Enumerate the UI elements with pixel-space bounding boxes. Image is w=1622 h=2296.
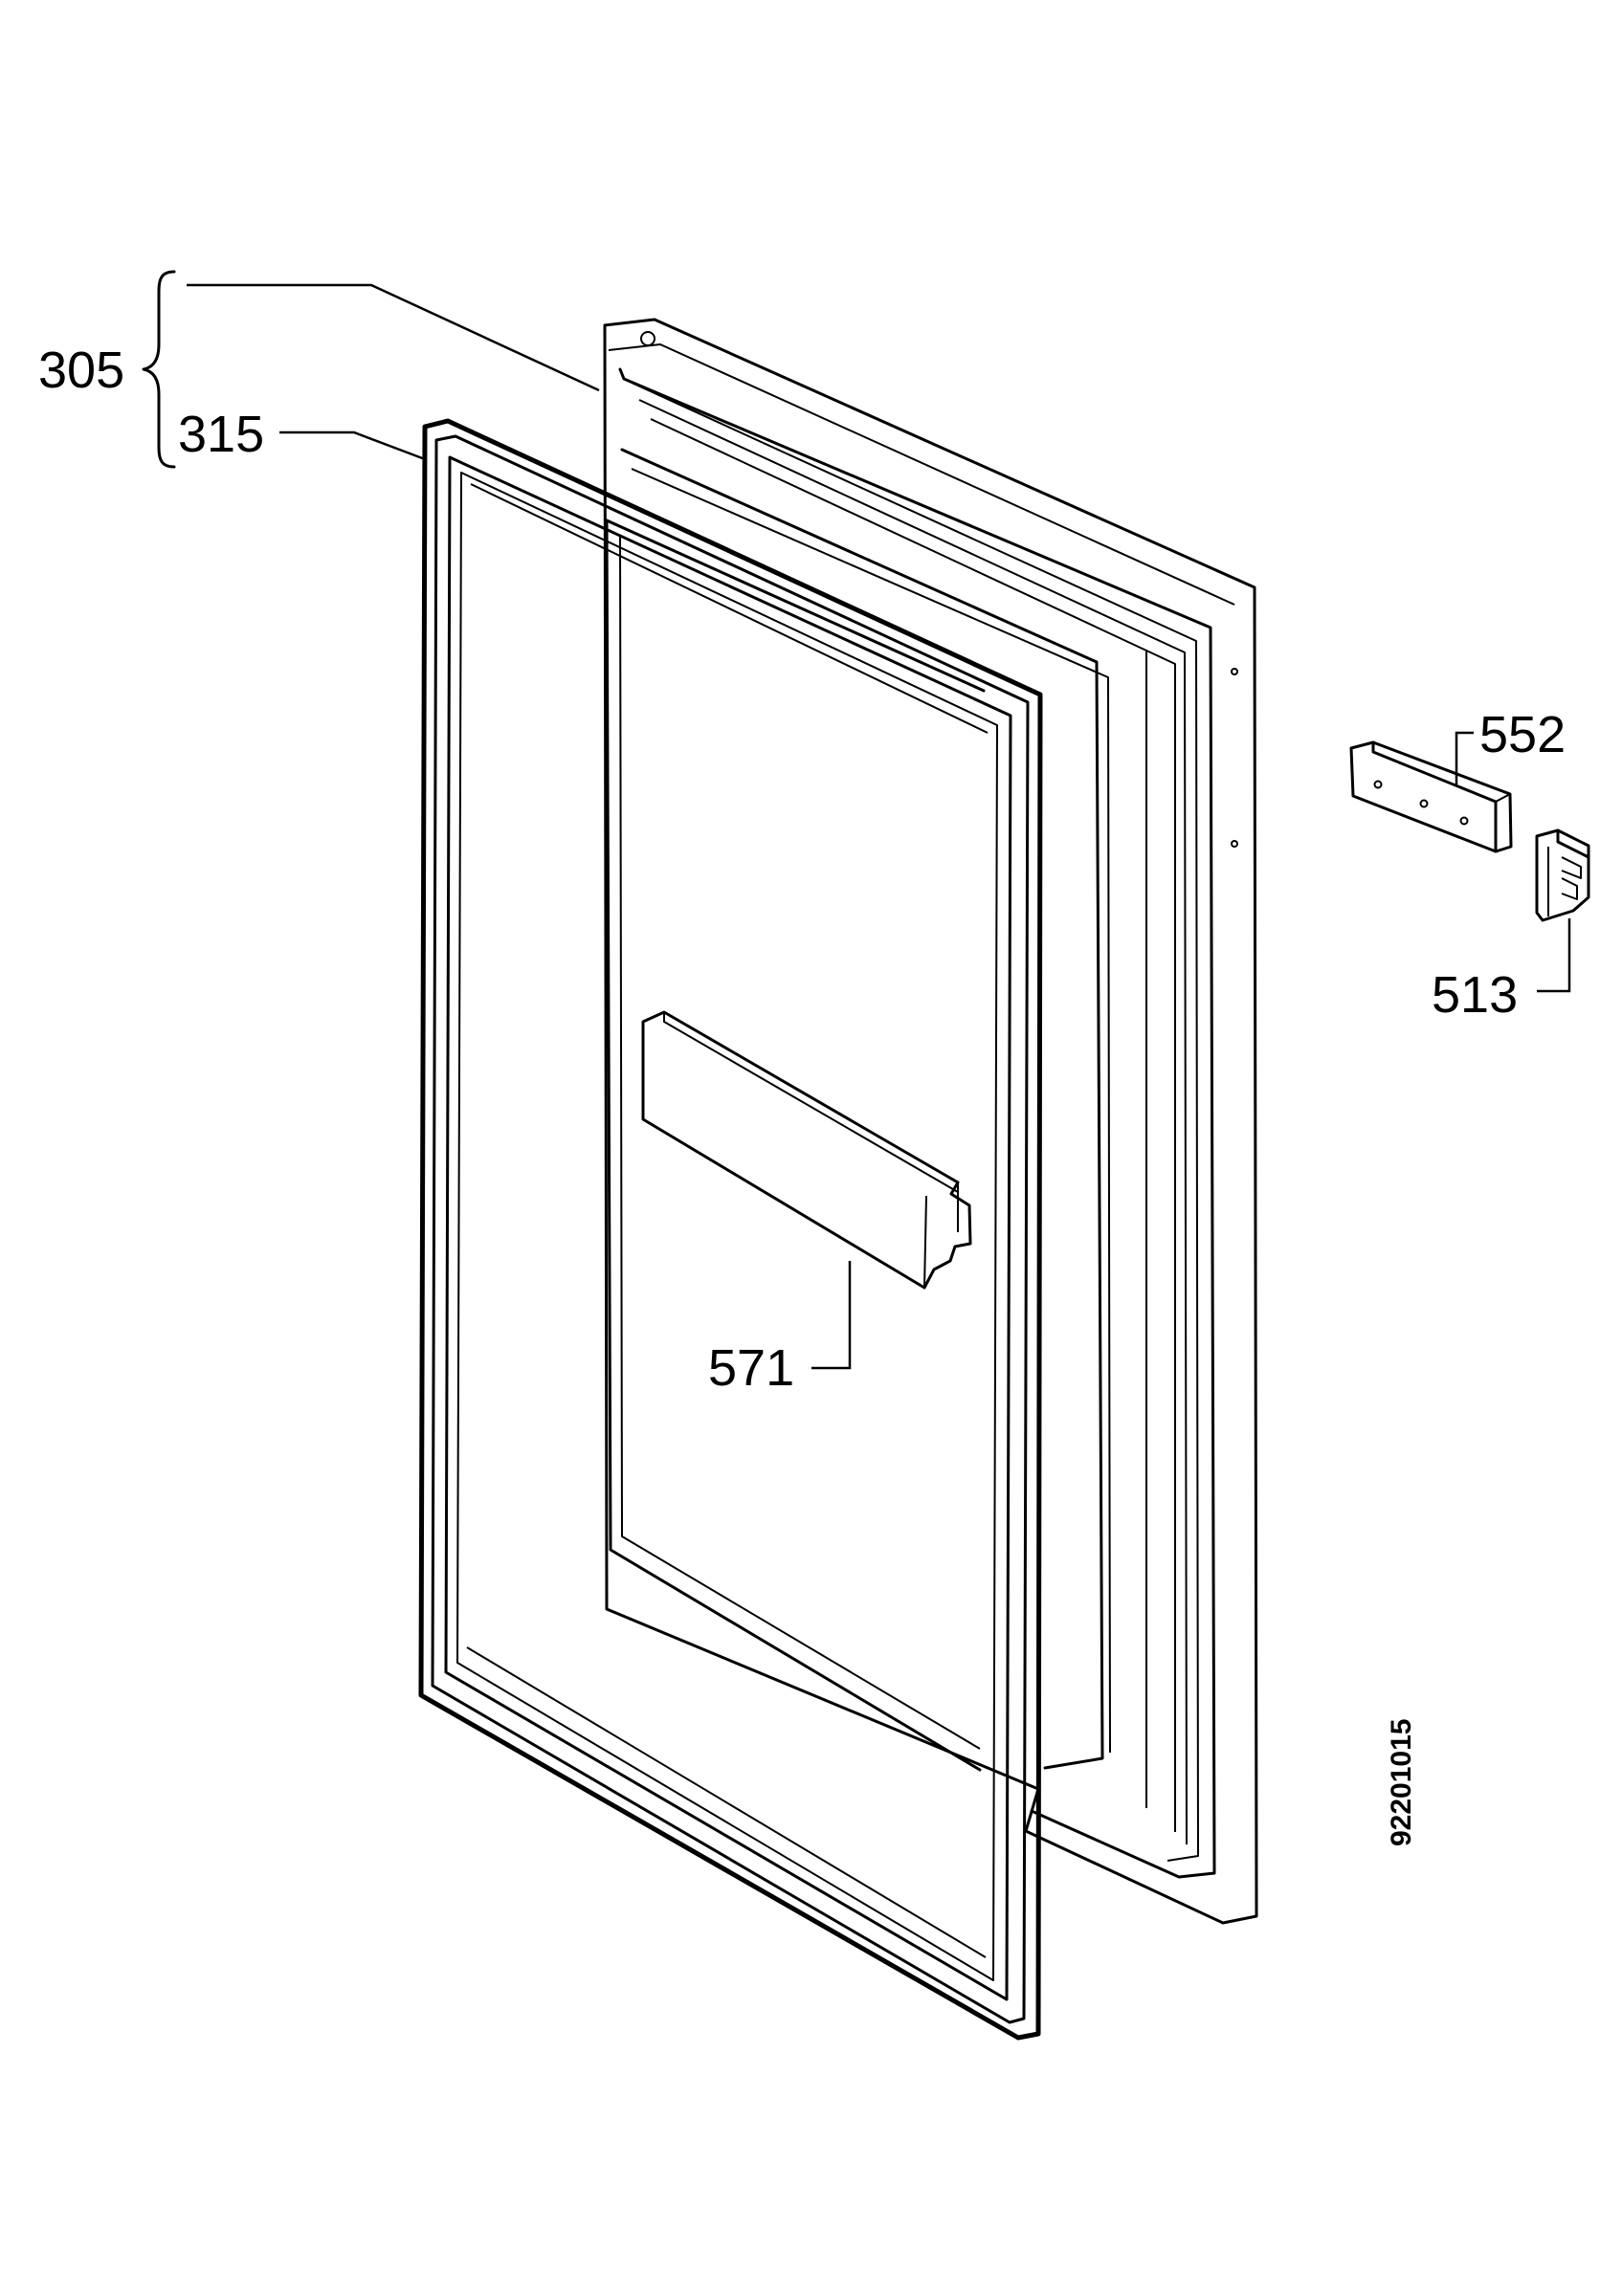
hinge-bracket [1349,740,1513,853]
leader-lines [187,283,1571,1370]
callout-305: 305 [38,342,124,399]
callout-513: 513 [1432,966,1518,1024]
callout-315: 315 [178,406,264,463]
callout-552: 552 [1479,706,1566,763]
drawing-number: 92201015 [1386,1719,1417,1846]
door-handle [641,1010,972,1290]
door-inner-liner [605,519,986,1772]
door-panel [603,318,1258,1925]
hinge-pin [1535,828,1590,922]
gasket [418,418,1043,2041]
brace-305 [142,270,176,469]
callout-571: 571 [708,1339,794,1397]
